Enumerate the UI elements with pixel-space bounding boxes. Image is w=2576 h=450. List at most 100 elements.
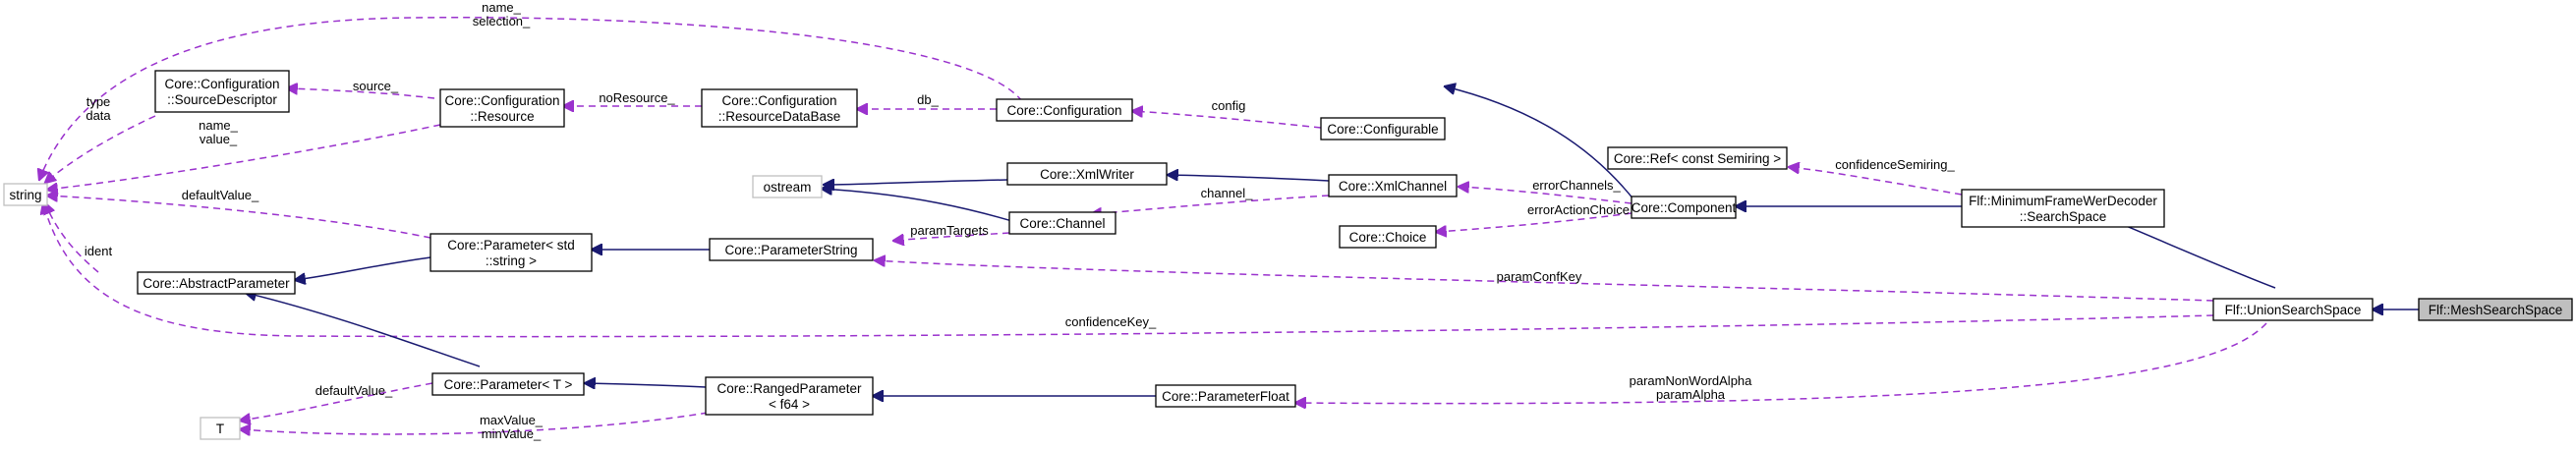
node-parameter-float[interactable]: Core::ParameterFloat [1155, 384, 1296, 408]
edge-ranged-parameter-t-max-min-value [240, 412, 709, 434]
node-box [1631, 196, 1737, 219]
edge-label-source: source_ [353, 79, 399, 93]
node-configuration[interactable]: Core::Configuration [996, 98, 1133, 122]
edge-label-name-selection: selection_ [473, 14, 531, 28]
edge-component-choice-error-action-choice [1436, 212, 1632, 232]
node-label-line: Core::Configuration [1006, 103, 1121, 118]
edge-label-type-data: type [86, 94, 111, 109]
edge-label-confidence-semiring: confidenceSemiring_ [1835, 157, 1955, 172]
edge-label-name-value: name_ [199, 118, 239, 133]
node-abstract-parameter[interactable]: Core::AbstractParameter [137, 271, 296, 295]
node-component[interactable]: Core::Component [1631, 196, 1737, 219]
node-label-line: Core::Choice [1349, 230, 1427, 245]
edge-label-param-conf-key: paramConfKey [1497, 269, 1582, 284]
node-source-descriptor[interactable]: Core::Configuration::SourceDescriptor [154, 70, 290, 113]
node-box [705, 376, 874, 416]
node-resource-db[interactable]: Core::Configuration::ResourceDataBase [701, 88, 858, 128]
node-box [200, 417, 241, 440]
node-box [701, 88, 858, 128]
node-box [1339, 225, 1437, 249]
node-box [2212, 298, 2374, 321]
edge-label-default-value-t: defaultValue_ [315, 383, 393, 398]
node-box [439, 88, 565, 128]
node-label-line: Core::AbstractParameter [143, 276, 290, 291]
node-t[interactable]: T [200, 417, 241, 440]
node-box [1328, 174, 1458, 197]
edge-param-string-tpl-abstract-parameter-inherit [295, 256, 431, 280]
edge-label-name-selection: name_ [482, 0, 522, 15]
edge-union-parameter-string-param-conf-key [875, 260, 2214, 302]
node-mesh-search-space[interactable]: Flf::MeshSearchSpace [2418, 298, 2573, 321]
node-label-line: < f64 > [769, 397, 810, 412]
node-label-line: ::ResourceDataBase [718, 109, 841, 124]
nodes: string Core::Configuration::SourceDescrip… [3, 70, 2573, 440]
node-label-line: Core::Configuration [721, 93, 836, 108]
edge-union-mfwd-inherit [2107, 218, 2276, 289]
edges [39, 17, 2419, 434]
node-choice[interactable]: Core::Choice [1339, 225, 1437, 249]
edge-labels: name_selection_typedatasource_name_value… [85, 0, 1956, 441]
edge-param-string-tpl-string-default-value [47, 196, 431, 239]
node-xml-writer[interactable]: Core::XmlWriter [1006, 162, 1168, 186]
edge-label-name-value: value_ [200, 132, 238, 146]
edge-label-channel-label: channel_ [1201, 186, 1254, 200]
edge-channel-parameter-string-param-targets [893, 232, 1010, 241]
node-param-string-tpl[interactable]: Core::Parameter< std::string > [429, 233, 593, 272]
node-box [709, 238, 874, 261]
node-configurable[interactable]: Core::Configurable [1320, 117, 1446, 141]
edge-channel-ostream-inherit [822, 189, 1023, 225]
node-box [1961, 189, 2165, 228]
node-box [996, 98, 1133, 122]
node-label-line: T [216, 422, 224, 436]
node-box [1607, 146, 1788, 170]
node-box [137, 271, 296, 295]
edge-xml-channel-xml-writer-inherit [1168, 175, 1330, 182]
node-label-line: Core::Configuration [444, 93, 559, 108]
edge-source-descriptor-string-type-data [45, 115, 156, 183]
edge-xml-writer-ostream-inherit [824, 180, 1008, 185]
node-xml-channel[interactable]: Core::XmlChannel [1328, 174, 1458, 197]
edge-resource-string-name-value [47, 124, 441, 190]
node-resource[interactable]: Core::Configuration::Resource [439, 88, 565, 128]
node-mfwd-search-space[interactable]: Flf::MinimumFrameWerDecoder::SearchSpace [1961, 189, 2165, 228]
node-ranged-parameter[interactable]: Core::RangedParameter< f64 > [705, 376, 874, 416]
node-box [1008, 211, 1116, 235]
edge-label-error-action-choice: errorActionChoice [1527, 202, 1630, 217]
node-ref-semiring[interactable]: Core::Ref< const Semiring > [1607, 146, 1788, 170]
node-label-line: ::string > [486, 253, 537, 268]
node-box [752, 175, 823, 198]
node-label-line: Flf::MinimumFrameWerDecoder [1969, 194, 2157, 208]
node-label-line: Core::XmlWriter [1040, 167, 1134, 182]
node-union-search-space[interactable]: Flf::UnionSearchSpace [2212, 298, 2374, 321]
edge-mfwd-ref-semiring-confidence-semiring [1789, 167, 1963, 196]
node-label-line: Core::ParameterFloat [1162, 389, 1289, 404]
node-label-line: ::SourceDescriptor [167, 92, 277, 107]
edge-parameter-t-t-default-value [240, 382, 433, 421]
node-box [3, 183, 48, 206]
node-label-line: ::Resource [470, 109, 534, 124]
node-label-line: Core::Configurable [1327, 122, 1438, 137]
node-label-line: ::SearchSpace [2020, 209, 2107, 224]
node-label-line: string [9, 188, 41, 202]
edge-ranged-parameter-parameter-t-inherit [585, 383, 707, 387]
node-label-line: Core::Ref< const Semiring > [1614, 151, 1781, 166]
edge-label-config: config [1212, 98, 1246, 113]
edge-label-type-data: data [86, 108, 111, 123]
edge-label-param-alpha: paramNonWordAlpha [1630, 373, 1753, 388]
node-label-line: Core::ParameterString [724, 243, 857, 257]
edge-label-db: db_ [917, 92, 939, 107]
edge-resource-source-descriptor-source [287, 88, 435, 99]
edge-component-xml-channel-error-channels [1459, 187, 1632, 204]
edge-configurable-configuration-config [1132, 111, 1322, 129]
node-parameter-t[interactable]: Core::Parameter< T > [431, 372, 585, 396]
node-label-line: Core::Component [1631, 200, 1737, 215]
node-ostream[interactable]: ostream [752, 175, 823, 198]
edge-label-param-targets: paramTargets [910, 223, 989, 238]
node-parameter-string[interactable]: Core::ParameterString [709, 238, 874, 261]
node-box [1155, 384, 1296, 408]
node-box [1006, 162, 1168, 186]
node-label-line: Flf::MeshSearchSpace [2429, 303, 2563, 317]
node-string[interactable]: string [3, 183, 48, 206]
node-channel[interactable]: Core::Channel [1008, 211, 1116, 235]
